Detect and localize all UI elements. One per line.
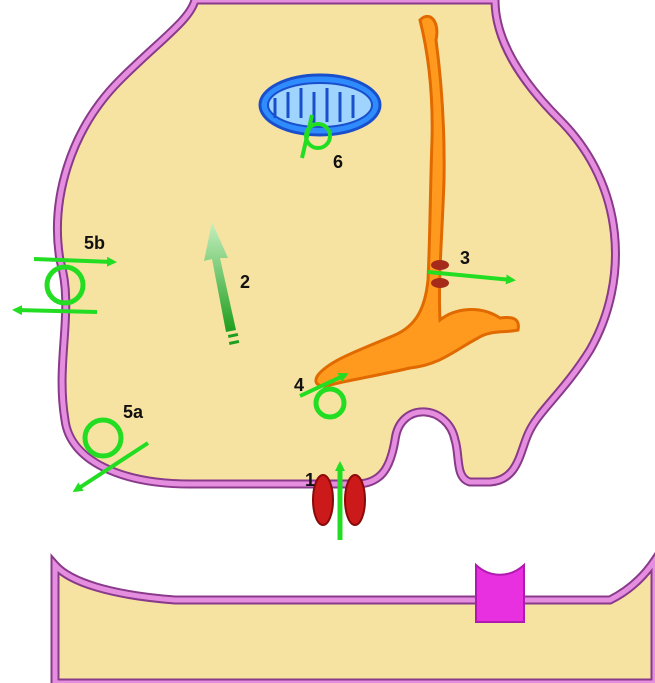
postsynaptic-cell (55, 560, 655, 683)
label-2: 2 (240, 272, 250, 292)
label-3: 3 (460, 248, 470, 268)
label-4: 4 (294, 375, 304, 395)
er-channel-lower (431, 278, 449, 288)
label-6: 6 (333, 152, 343, 172)
postsynaptic-receptor (476, 565, 524, 622)
label-5b: 5b (84, 233, 105, 253)
label-1: 1 (305, 470, 315, 490)
er-channel-upper (431, 260, 449, 270)
label-5a: 5a (123, 402, 144, 422)
